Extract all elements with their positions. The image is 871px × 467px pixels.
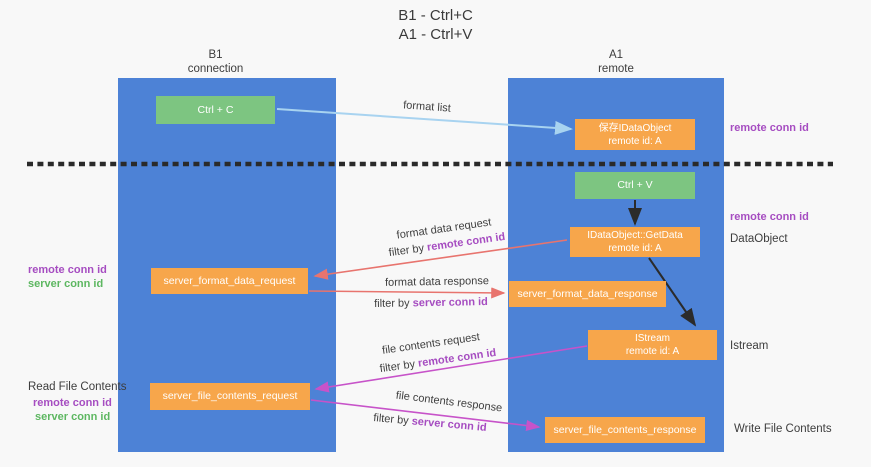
lane-a1-name: A1 (608, 49, 624, 61)
filter-prefix: filter by (379, 357, 419, 376)
node-ctrl-c: Ctrl + C (156, 96, 275, 124)
filter-prefix: filter by (374, 297, 413, 310)
node-idataobject-getdata: IDataObject::GetData remote id: A (570, 227, 700, 257)
node-istream-line1: IStream (634, 333, 670, 344)
label-file-contents-response-text: file contents response (395, 389, 503, 415)
label-format-data-response: format data response (385, 275, 489, 289)
label-file-contents-response: file contents response (395, 390, 503, 415)
label-format-data-response-filter: filter by server conn id (374, 296, 488, 310)
lane-a1-subtitle: remote (598, 63, 634, 75)
node-istream: IStream remote id: A (588, 330, 717, 360)
filter-key-server-conn-id: server conn id (411, 415, 488, 434)
node-ctrl-v: Ctrl + V (575, 172, 695, 199)
label-format-list-text: format list (402, 99, 452, 115)
node-server-format-data-response: server_format_data_response (509, 281, 666, 307)
filter-prefix: filter by (372, 412, 413, 428)
node-ctrl-v-label: Ctrl + V (617, 179, 653, 191)
node-server-file-contents-response: server_file_contents_response (545, 417, 705, 443)
annotation-server-conn-id-bottom-left: server conn id (35, 411, 111, 423)
node-getdata-line2: remote id: A (608, 243, 662, 254)
annotation-remote-conn-id-bottom-left: remote conn id (33, 397, 112, 409)
annotation-remote-conn-id-mid-right: remote conn id (730, 211, 809, 223)
annotation-remote-conn-id-top-left: remote conn id (28, 264, 107, 276)
title-line-1: B1 - Ctrl+C (398, 7, 473, 24)
node-server-file-contents-response-label: server_file_contents_response (553, 423, 697, 436)
annotation-write-file-contents: Write File Contents (734, 423, 832, 435)
annotation-remote-conn-id-top-right: remote conn id (730, 122, 809, 134)
node-server-format-data-request: server_format_data_request (151, 268, 308, 294)
node-save-idataobject-line2: remote id: A (608, 135, 662, 147)
annotation-read-file-contents: Read File Contents (28, 381, 127, 393)
title-line-2: A1 - Ctrl+V (398, 26, 473, 43)
lane-b1-subtitle: connection (187, 63, 244, 75)
filter-prefix: filter by (388, 241, 428, 260)
node-server-file-contents-request-label: server_file_contents_request (162, 390, 298, 402)
lane-b1-name: B1 (208, 49, 223, 61)
label-file-contents-response-filter: filter by server conn id (373, 412, 487, 434)
annotation-istream: Istream (730, 340, 769, 352)
node-server-file-contents-request: server_file_contents_request (150, 383, 310, 410)
node-server-format-data-request-label: server_format_data_request (163, 274, 296, 287)
node-save-idataobject-line1: 保存IDataObject (598, 122, 672, 134)
annotation-server-conn-id-top-left: server conn id (28, 278, 104, 290)
lane-header-b1: B1 connection (118, 48, 313, 76)
node-server-format-data-response-label: server_format_data_response (517, 287, 658, 300)
node-save-idataobject: 保存IDataObject remote id: A (575, 119, 695, 150)
node-istream-line2: remote id: A (625, 346, 680, 357)
label-format-data-response-text: format data response (384, 275, 490, 289)
diagram-title: B1 - Ctrl+C A1 - Ctrl+V (0, 6, 871, 44)
node-ctrl-c-label: Ctrl + C (197, 103, 234, 116)
arrow-format-data-response (308, 287, 506, 299)
label-format-list: format list (403, 99, 451, 114)
annotation-dataobject: DataObject (730, 233, 788, 245)
filter-key-server-conn-id: server conn id (412, 296, 488, 310)
lane-header-a1: A1 remote (508, 48, 724, 76)
node-getdata-line1: IDataObject::GetData (587, 230, 683, 241)
